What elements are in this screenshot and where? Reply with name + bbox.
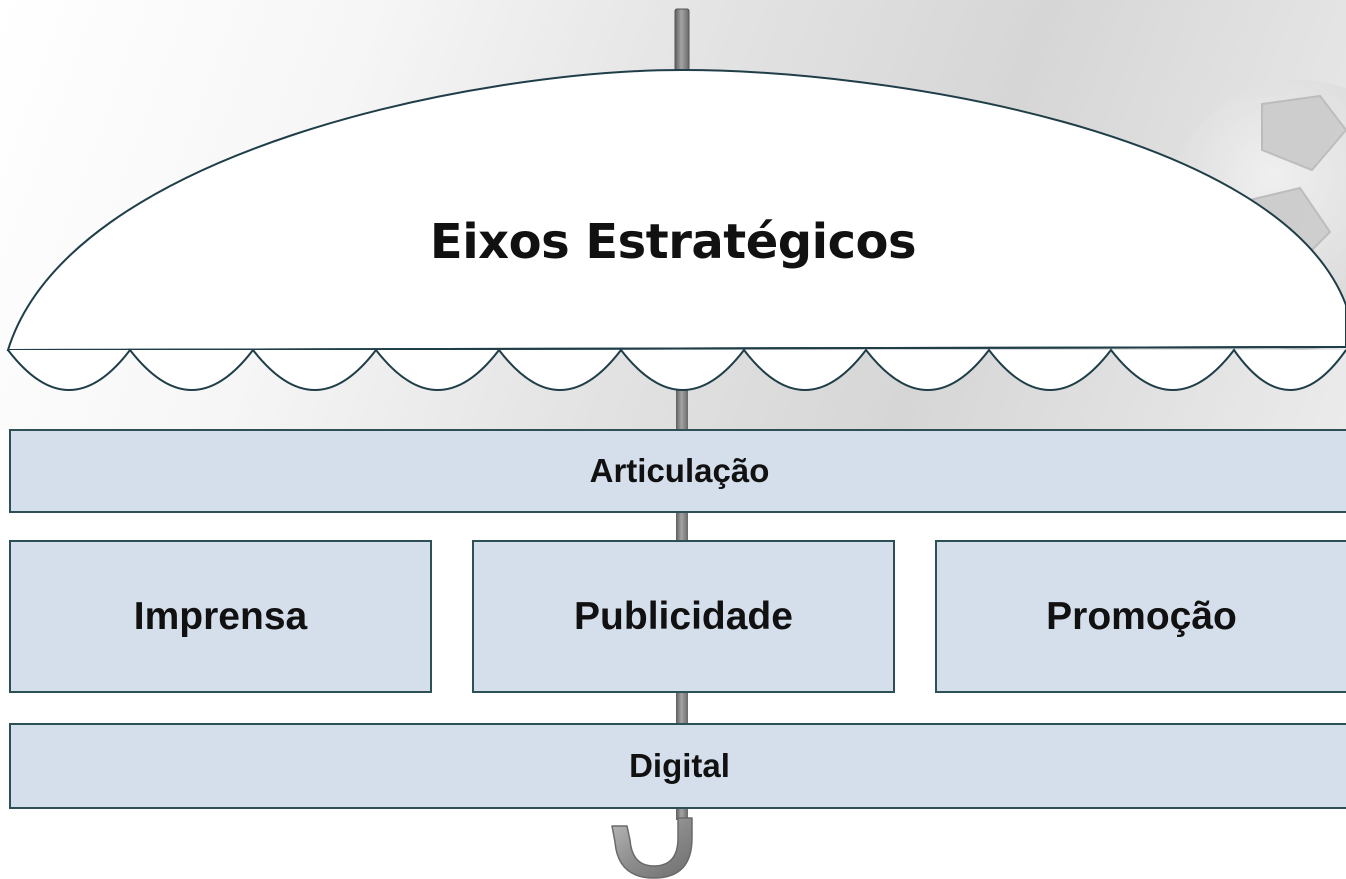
box-articulacao: Articulação [9,429,1346,513]
box-promocao-label: Promoção [1046,594,1237,638]
box-publicidade-label: Publicidade [574,594,793,638]
diagram-title: Eixos Estratégicos [429,214,917,270]
box-digital-label: Digital [629,747,730,784]
box-imprensa-label: Imprensa [133,594,308,638]
umbrella-handle [611,817,693,879]
box-publicidade: Publicidade [472,540,895,693]
box-digital: Digital [9,723,1346,809]
box-articulacao-label: Articulação [589,452,770,489]
umbrella-canopy [6,68,1346,391]
box-promocao: Promoção [935,540,1346,693]
box-imprensa: Imprensa [9,540,432,693]
